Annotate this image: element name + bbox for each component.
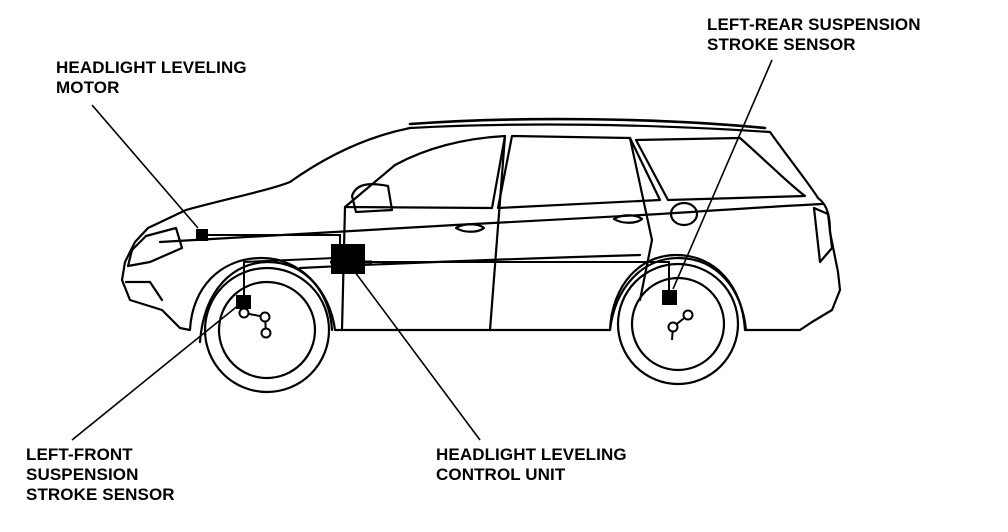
leader-rear-sensor — [673, 60, 772, 289]
label-line: CONTROL UNIT — [436, 465, 627, 485]
front-suspension-linkage — [240, 309, 271, 338]
label-line: LEFT-FRONT — [26, 445, 175, 465]
front-door-handle — [456, 224, 484, 232]
rear-quarter-window — [636, 138, 805, 200]
rear-suspension-linkage — [669, 311, 693, 341]
label-headlight-leveling-motor: HEADLIGHT LEVELING MOTOR — [56, 58, 247, 98]
front-fog-detail — [126, 282, 162, 300]
label-line: STROKE SENSOR — [707, 35, 921, 55]
label-left-rear-sensor: LEFT-REAR SUSPENSION STROKE SENSOR — [707, 15, 921, 55]
rear-taillight — [814, 208, 832, 262]
leader-motor — [92, 105, 198, 228]
front-sensor-marker — [236, 295, 251, 309]
wiring-harness — [208, 235, 669, 295]
headlight-leveling-motor-marker — [196, 229, 208, 241]
label-line: HEADLIGHT LEVELING — [56, 58, 247, 78]
front-grille — [128, 228, 182, 266]
rear-sensor-marker — [662, 290, 677, 305]
body-character-line — [160, 204, 822, 242]
label-line: STROKE SENSOR — [26, 485, 175, 505]
label-line: HEADLIGHT LEVELING — [436, 445, 627, 465]
leader-front-sensor — [72, 304, 240, 440]
front-door-window — [345, 136, 505, 208]
label-line: LEFT-REAR SUSPENSION — [707, 15, 921, 35]
b-pillar — [490, 136, 505, 330]
label-line: MOTOR — [56, 78, 247, 98]
label-control-unit: HEADLIGHT LEVELING CONTROL UNIT — [436, 445, 627, 485]
c-pillar — [630, 138, 652, 240]
label-left-front-sensor: LEFT-FRONT SUSPENSION STROKE SENSOR — [26, 445, 175, 505]
rear-door-window — [498, 136, 660, 208]
control-unit-marker — [331, 244, 365, 274]
label-line: SUSPENSION — [26, 465, 175, 485]
rear-wheel-arch — [610, 258, 746, 330]
leader-control-unit — [352, 268, 480, 440]
